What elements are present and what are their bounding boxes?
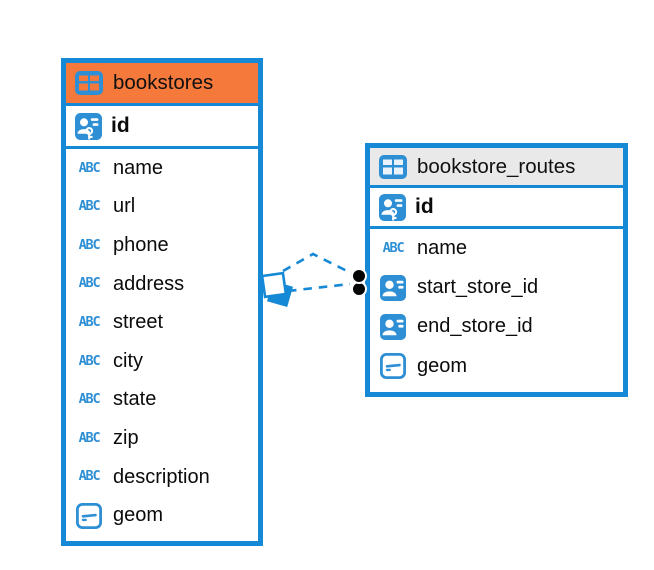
table-title: bookstores [113,71,214,94]
column-label: end_store_id [417,315,533,338]
square-marker-back [267,281,293,307]
text-abc-icon: ABC [78,429,101,446]
column-label: city [113,349,143,372]
table-row[interactable]: ABC phone [66,226,258,265]
table-row[interactable]: ABC city [66,342,258,381]
table-grid-icon [378,154,408,179]
relationship-links[interactable] [282,252,356,293]
person-card-icon [378,313,408,340]
geometry-icon [378,353,408,380]
table-row[interactable]: ABC name [66,149,258,188]
column-label: geom [113,504,164,527]
table-row[interactable]: ABC name [370,229,623,268]
relationship-target-marker-dots[interactable] [351,268,367,297]
dot-marker [351,268,367,284]
table-row[interactable]: ABC zip [66,419,258,458]
table-bookstores-header[interactable]: bookstores [66,63,258,106]
text-abc-icon: ABC [78,391,101,408]
column-label: zip [113,426,139,449]
column-label: geom [417,354,468,377]
table-row[interactable]: ABC state [66,381,258,420]
table-row-pk[interactable]: id [370,188,623,229]
table-bookstore-routes-columns: ABC name start_store_id end_store_id geo… [370,229,623,386]
text-abc-icon: ABC [78,159,101,176]
pk-column-label: id [111,114,130,137]
table-row[interactable]: geom [66,496,258,535]
table-row[interactable]: ABC url [66,188,258,227]
table-row[interactable]: start_store_id [370,268,623,307]
pk-column-label: id [415,195,434,218]
column-label: state [113,388,157,411]
table-row[interactable]: end_store_id [370,307,623,346]
table-bookstore-routes-header[interactable]: bookstore_routes [370,148,623,188]
person-key-icon [73,112,103,140]
text-abc-icon: ABC [78,236,101,253]
table-bookstores-columns: ABC name ABC url ABC phone ABC address A… [66,149,258,535]
relationship-line [282,252,356,277]
text-abc-icon: ABC [78,198,101,215]
column-label: address [113,272,185,295]
person-card-icon [378,274,408,301]
text-abc-icon: ABC [78,468,101,485]
table-row-pk[interactable]: id [66,106,258,149]
column-label: start_store_id [417,276,539,299]
table-row[interactable]: ABC description [66,458,258,497]
table-row[interactable]: geom [370,347,623,386]
column-label: url [113,195,136,218]
dot-marker [351,281,367,297]
table-row[interactable]: ABC address [66,265,258,304]
table-grid-icon [74,71,104,95]
text-abc-icon: ABC [78,275,101,292]
table-row[interactable]: ABC street [66,303,258,342]
relationship-line [287,282,351,293]
text-abc-icon: ABC [78,313,101,330]
geometry-icon [74,502,104,529]
text-abc-icon: ABC [78,352,101,369]
table-bookstores[interactable]: bookstores id A [61,58,263,546]
column-label: description [113,465,210,488]
person-key-icon [377,193,407,221]
table-title: bookstore_routes [417,154,576,178]
column-label: street [113,311,164,334]
column-label: name [417,237,468,260]
column-label: name [113,156,164,179]
column-label: phone [113,233,169,256]
square-marker-front [260,271,288,299]
text-abc-icon: ABC [382,239,405,256]
table-bookstore-routes[interactable]: bookstore_routes id [365,143,628,397]
relationship-source-marker-squares[interactable] [260,271,293,307]
